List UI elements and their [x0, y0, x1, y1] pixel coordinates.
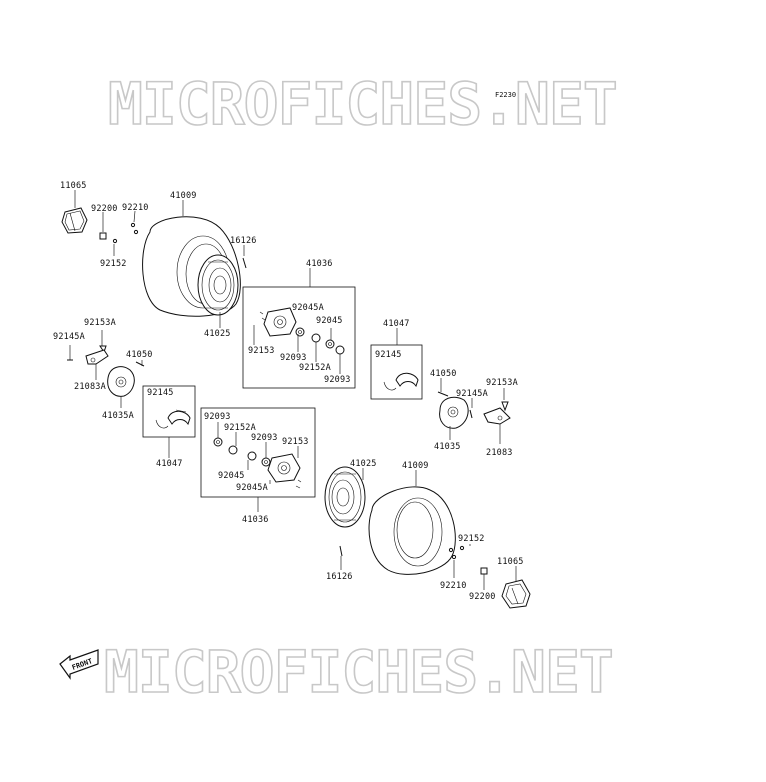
label-92093-bottom-b: 92093 — [251, 433, 278, 443]
label-92045-bottom: 92045 — [218, 471, 245, 481]
label-92210-top: 92210 — [122, 203, 149, 213]
front-arrow-icon: FRONT — [59, 649, 99, 680]
label-92152-top: 92152 — [100, 259, 127, 269]
part-labels: 11065 92200 92210 41009 92152 16126 4102… — [53, 181, 524, 602]
label-16126-top: 16126 — [230, 236, 257, 246]
label-41035A: 41035A — [102, 411, 134, 421]
label-41009-bottom: 41009 — [402, 461, 429, 471]
tie-rod-end-21083A — [85, 349, 109, 365]
label-41047-right: 41047 — [383, 319, 410, 329]
hub-cap-bottom-right — [501, 579, 531, 609]
label-92145A-right: 92145A — [456, 389, 488, 399]
label-92093-top-a: 92093 — [280, 353, 307, 363]
group-box-41036-top — [242, 286, 356, 389]
brake-shoe-right — [383, 372, 419, 391]
label-92093-bottom-a: 92093 — [204, 412, 231, 422]
label-92152A-top: 92152A — [299, 363, 331, 373]
hub-bottom — [267, 453, 302, 489]
label-92145A-left: 92145A — [53, 332, 85, 342]
label-92093-top-b: 92093 — [324, 375, 351, 385]
label-92152A-bottom: 92152A — [224, 423, 256, 433]
hub-cap-top-left — [61, 207, 88, 234]
label-92152-bottom: 92152 — [458, 534, 485, 544]
label-92153-bottom: 92153 — [282, 437, 309, 447]
label-41035: 41035 — [434, 442, 461, 452]
label-92153A-right: 92153A — [486, 378, 518, 388]
knuckle-41035A — [107, 366, 135, 397]
label-41009-top: 41009 — [170, 191, 197, 201]
label-92200-bottom: 92200 — [469, 592, 496, 602]
watermark-top: MICROFICHES.NET — [108, 70, 617, 138]
label-11065-bottom: 11065 — [497, 557, 524, 567]
tire-bottom — [368, 486, 456, 575]
label-92045A-bottom: 92045A — [236, 483, 268, 493]
brake-shoe-left — [155, 409, 191, 429]
label-11065-top: 11065 — [60, 181, 87, 191]
watermark-bottom: MICROFICHES.NET — [104, 638, 613, 706]
label-92153-top: 92153 — [248, 346, 275, 356]
label-41036-top: 41036 — [306, 259, 333, 269]
figure-code: F2230 — [495, 91, 516, 99]
label-41047-left: 41047 — [156, 459, 183, 469]
hub-top — [259, 307, 297, 337]
label-21083A: 21083A — [74, 382, 106, 392]
knuckle-41035 — [439, 396, 469, 429]
rim-top — [197, 254, 239, 316]
label-41050-right: 41050 — [430, 369, 457, 379]
tie-rod-end-21083 — [483, 407, 511, 425]
label-41025-bottom: 41025 — [350, 459, 377, 469]
label-92045-top: 92045 — [316, 316, 343, 326]
label-41025-top: 41025 — [204, 329, 231, 339]
label-92210-bottom: 92210 — [440, 581, 467, 591]
nut-92200-top — [99, 232, 107, 240]
group-box-41047-right — [370, 344, 423, 400]
label-92145-right: 92145 — [375, 350, 402, 360]
label-16126-bottom: 16126 — [326, 572, 353, 582]
rim-bottom — [324, 466, 366, 528]
label-92200-top: 92200 — [91, 204, 118, 214]
label-41050-left: 41050 — [126, 350, 153, 360]
label-21083: 21083 — [486, 448, 513, 458]
label-92153A-left: 92153A — [84, 318, 116, 328]
label-41036-bottom: 41036 — [242, 515, 269, 525]
label-92145-left: 92145 — [147, 388, 174, 398]
label-92045A-top: 92045A — [292, 303, 324, 313]
